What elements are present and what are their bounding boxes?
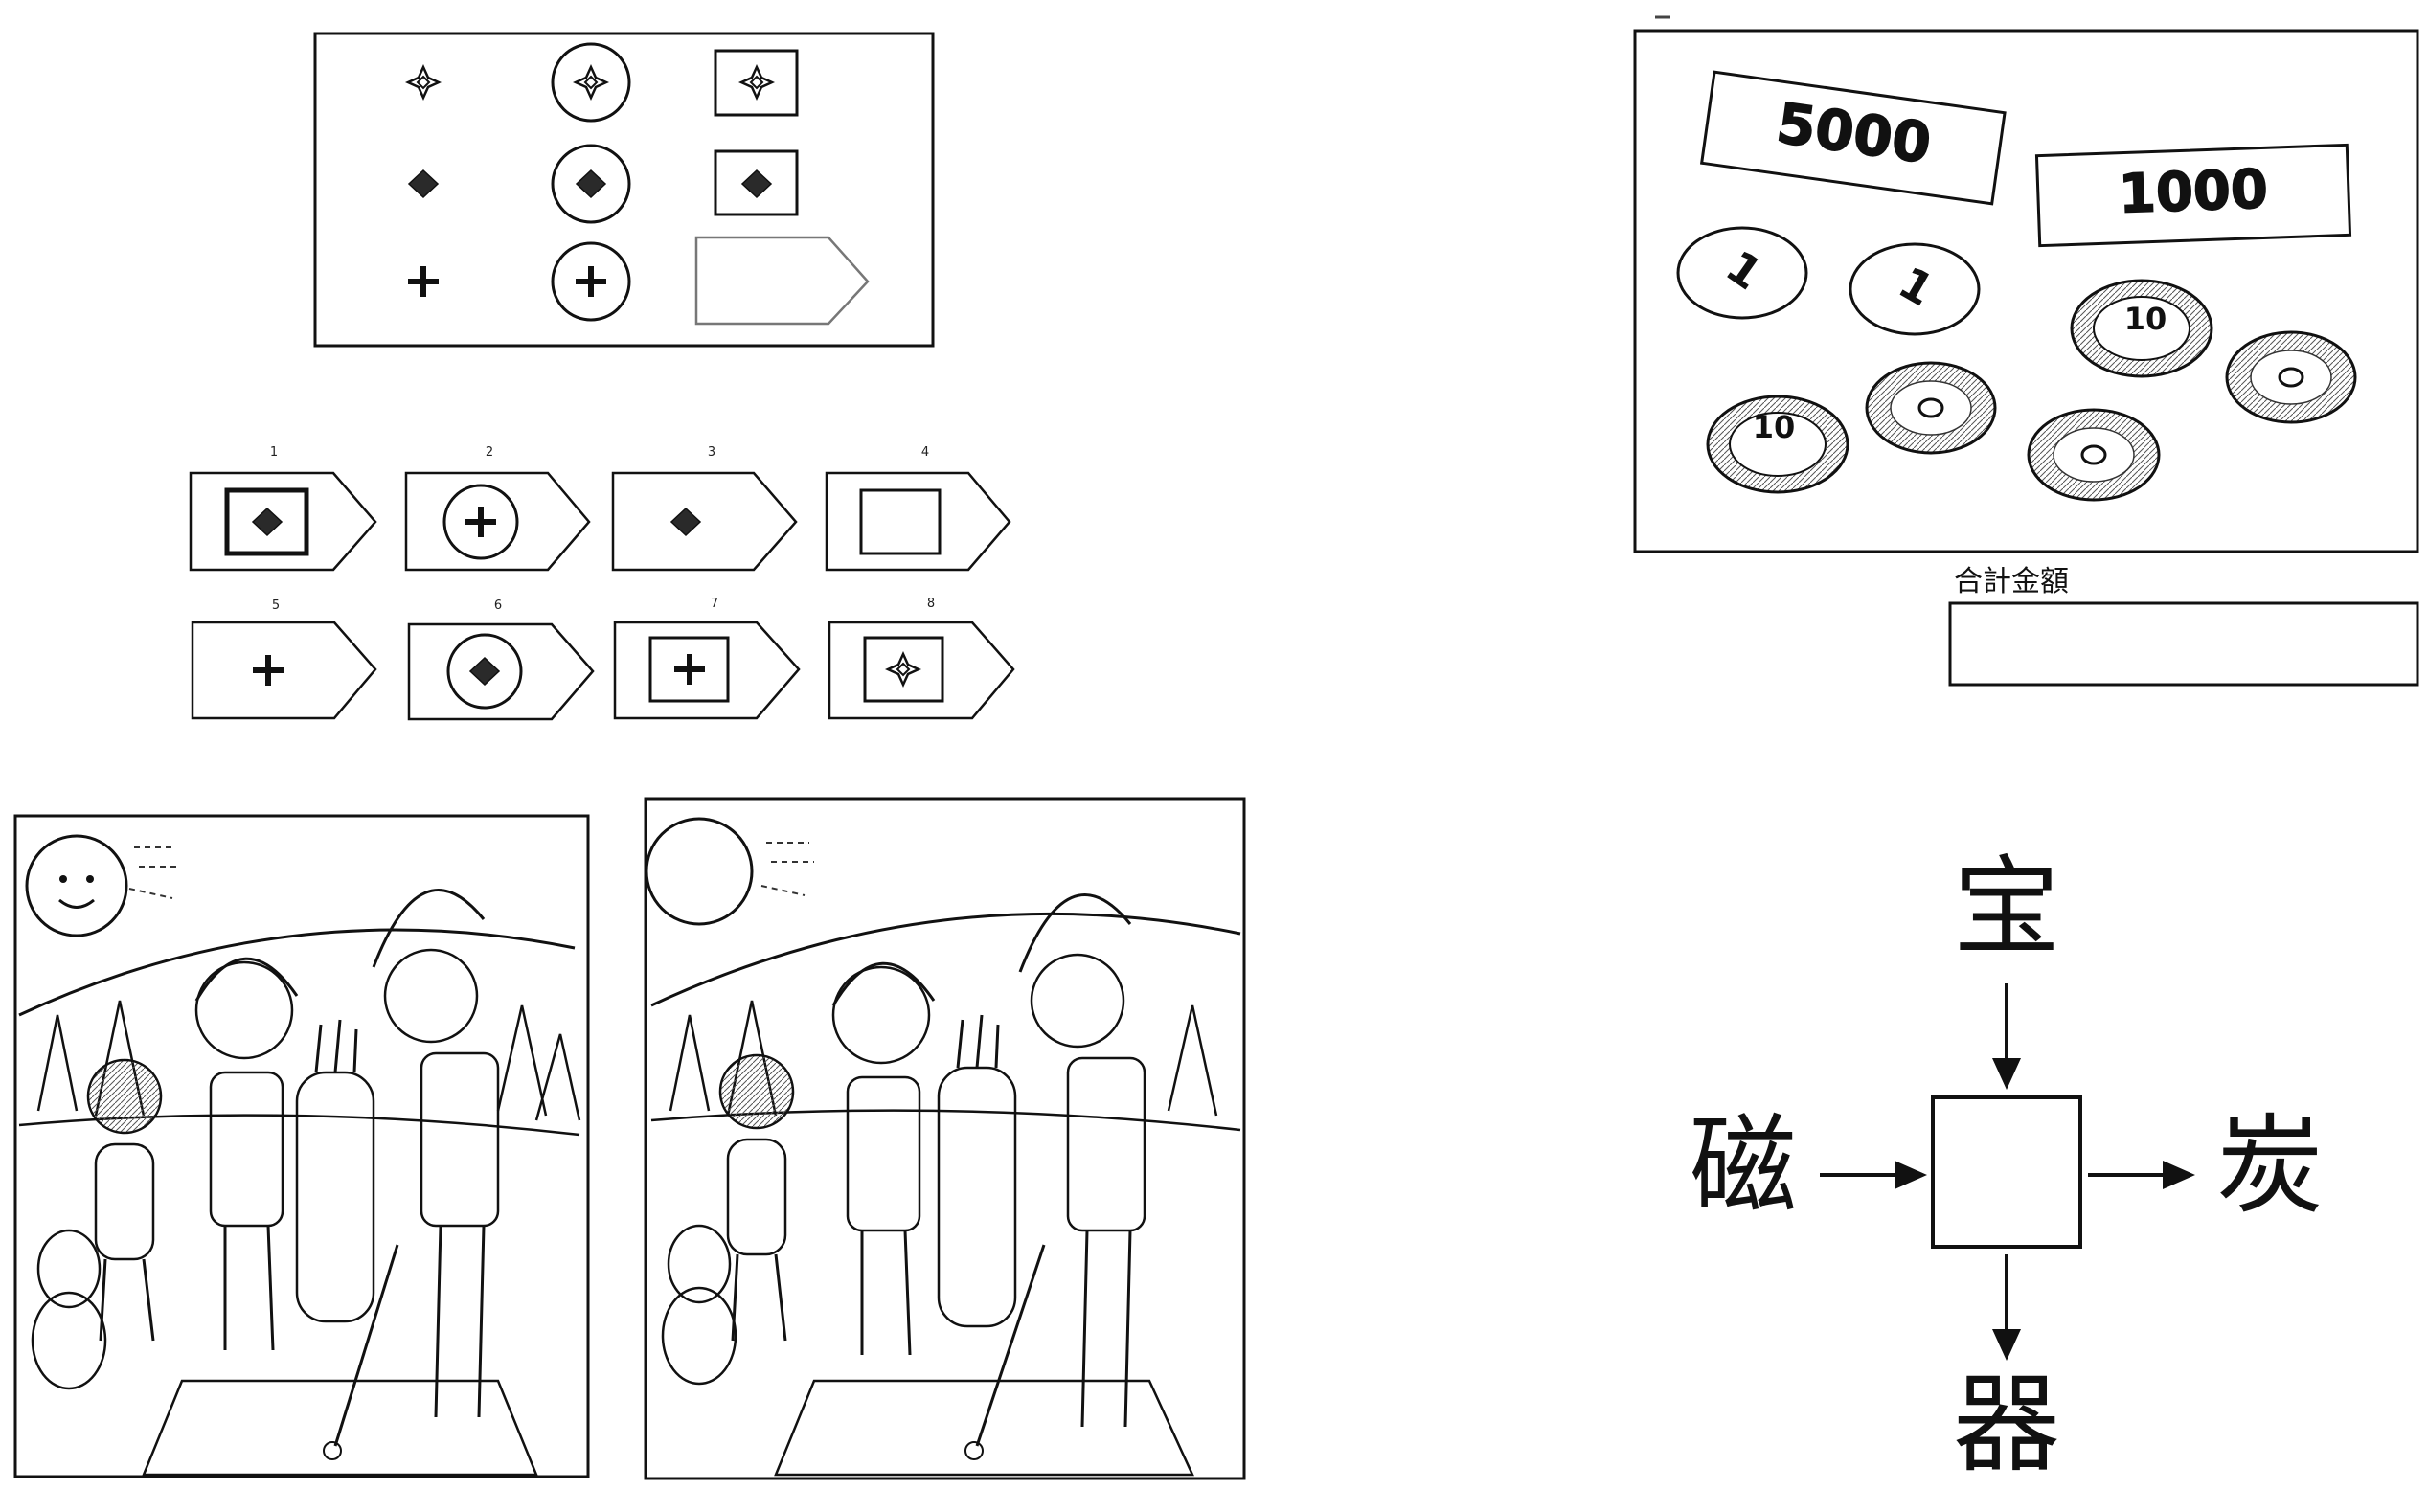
svg-text:5000: 5000 <box>1773 90 1935 176</box>
bill-1000: 1000 <box>2034 143 2352 248</box>
child-figure <box>86 1058 163 1135</box>
circle-frame <box>551 241 631 322</box>
coin-1-yen: 1 <box>1676 226 1808 320</box>
star-icon <box>574 65 608 100</box>
svg-text:2: 2 <box>486 445 493 460</box>
option-1[interactable]: 1 <box>189 445 377 572</box>
kanji-top: 宝 <box>1953 846 2060 970</box>
spot-difference-right <box>644 797 1246 1480</box>
total-amount-label: 合計金額 <box>1954 565 2069 598</box>
diamond-icon <box>741 169 772 198</box>
golf-club <box>975 1244 1046 1447</box>
option-7[interactable]: 7 <box>613 597 801 720</box>
svg-text:1: 1 <box>270 445 278 460</box>
svg-text:8: 8 <box>927 597 935 611</box>
coin-10-yen: 10 <box>2070 279 2213 378</box>
coin-5-yen <box>1865 361 1997 455</box>
diamond-icon <box>408 169 439 198</box>
arrow-right-icon <box>1820 1161 1927 1189</box>
svg-text:5: 5 <box>272 598 280 613</box>
circle-frame <box>551 144 631 224</box>
spot-difference-left <box>13 814 590 1478</box>
coin-10-yen: 10 <box>1706 395 1849 494</box>
option-6[interactable]: 6 <box>407 598 595 721</box>
square-frame <box>714 149 799 216</box>
answer-blank[interactable] <box>694 236 870 326</box>
arrow-down-icon <box>1992 983 2021 1090</box>
svg-text:3: 3 <box>708 445 715 460</box>
pattern-options: 1 2 3 4 5 6 <box>189 445 1015 721</box>
kanji-answer-box[interactable] <box>1931 1095 2082 1249</box>
kanji-right: 炭 <box>2216 1104 2324 1229</box>
boy-figure <box>194 960 294 1060</box>
boy-figure <box>831 965 931 1065</box>
dog-figure <box>667 1224 732 1304</box>
sun-icon <box>645 817 754 926</box>
circle-frame <box>551 42 631 123</box>
child-figure <box>718 1053 795 1130</box>
coin-5-yen <box>2027 408 2161 502</box>
option-4[interactable]: 4 <box>825 445 1011 572</box>
pattern-matrix <box>313 32 935 348</box>
svg-text:1000: 1000 <box>2118 158 2269 225</box>
golf-club <box>333 1244 399 1447</box>
svg-text:10: 10 <box>2124 301 2167 337</box>
coin-5-yen <box>2225 330 2357 424</box>
svg-text:4: 4 <box>921 445 929 460</box>
plus-icon <box>579 269 603 294</box>
coin-1-yen: 1 <box>1849 242 1981 336</box>
option-5[interactable]: 5 <box>191 598 377 720</box>
option-2[interactable]: 2 <box>404 445 591 572</box>
bill-5000: 5000 <box>1699 70 2007 206</box>
square-frame <box>714 49 799 117</box>
star-icon <box>406 65 441 100</box>
golfer-figure <box>1030 953 1125 1049</box>
svg-text:6: 6 <box>494 598 502 613</box>
golfer-figure <box>383 948 479 1044</box>
kanji-puzzle: 宝 磁 炭 器 <box>1690 846 2324 1487</box>
kanji-bottom: 器 <box>1953 1363 2060 1487</box>
arrow-right-icon <box>2088 1161 2195 1189</box>
sun-icon <box>25 834 128 937</box>
svg-text:7: 7 <box>711 597 718 611</box>
option-8[interactable]: 8 <box>828 597 1015 720</box>
diamond-icon <box>576 169 606 198</box>
option-3[interactable]: 3 <box>611 445 798 572</box>
money-tray <box>1633 29 2419 553</box>
plus-icon <box>411 269 436 294</box>
money-task: 5000 1000 1 1 10 10 <box>1633 15 2419 687</box>
total-amount-field[interactable] <box>1948 601 2419 687</box>
star-icon <box>739 65 774 100</box>
kanji-left: 磁 <box>1690 1104 1797 1229</box>
arrow-down-icon <box>1992 1254 2021 1361</box>
svg-text:10: 10 <box>1753 409 1796 445</box>
dog-figure <box>36 1229 102 1309</box>
